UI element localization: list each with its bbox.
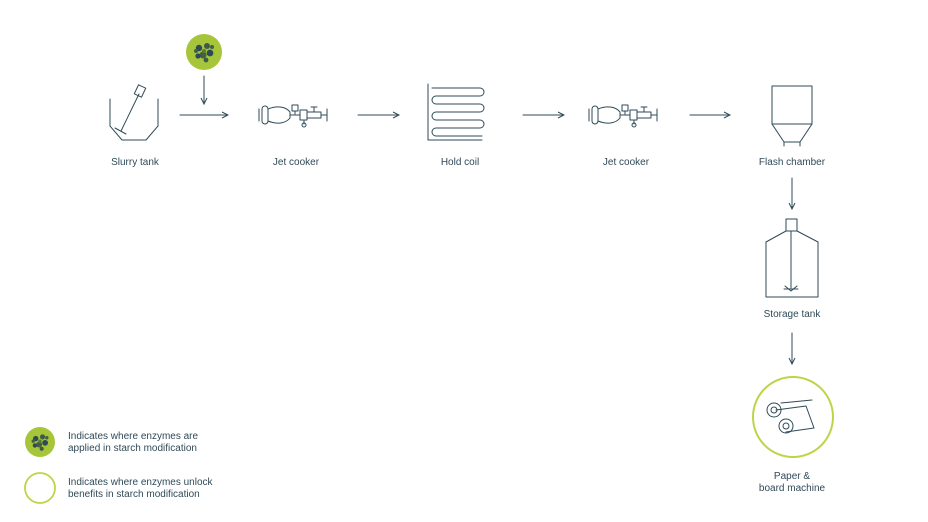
slurry-tank-icon [109, 84, 159, 141]
step-label-paper-machine: Paper & board machine [758, 471, 826, 494]
storage-tank-icon [765, 218, 819, 298]
step-label-slurry-tank: Slurry tank [111, 157, 159, 168]
step-label-storage-tank: Storage tank [763, 309, 821, 320]
enzyme-benefit-ring-icon [24, 472, 56, 504]
step-label-flash-chamber: Flash chamber [758, 157, 826, 168]
jet-cooker-icon [258, 104, 328, 128]
step-label-hold-coil: Hold coil [440, 157, 480, 168]
step-label-jet-cooker-2: Jet cooker [602, 157, 650, 168]
jet-cooker-icon-2 [588, 104, 658, 128]
enzyme-applied-icon [25, 427, 55, 457]
hold-coil-icon [427, 83, 485, 141]
legend-text-benefits: Indicates where enzymes unlock benefits … [68, 477, 213, 500]
legend-text-applied: Indicates where enzymes are applied in s… [68, 431, 199, 454]
step-label-jet-cooker-1: Jet cooker [272, 157, 320, 168]
flash-chamber-icon [771, 85, 813, 147]
paper-machine-icon [752, 376, 834, 458]
enzyme-applied-marker [186, 34, 222, 70]
